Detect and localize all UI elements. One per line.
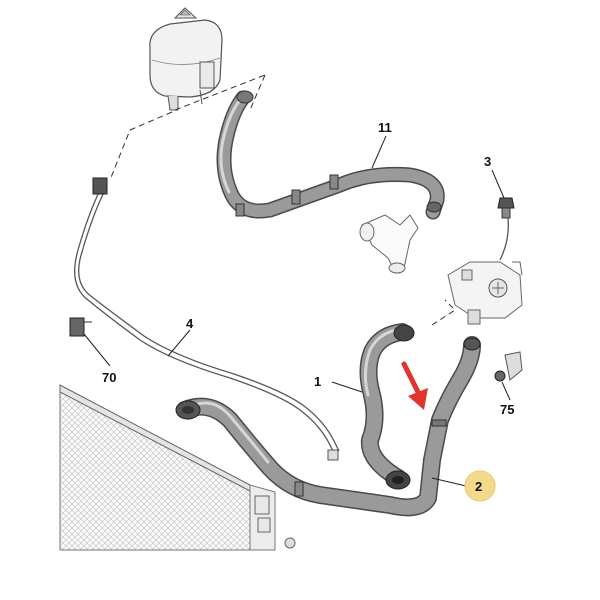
red-arrow-icon bbox=[401, 361, 428, 410]
thermostat-housing bbox=[447, 261, 523, 325]
hose-2 bbox=[175, 336, 481, 517]
callout-2: 2 bbox=[475, 479, 482, 494]
dashed-link-thermostat bbox=[431, 299, 456, 326]
callout-1: 1 bbox=[314, 374, 321, 389]
bracket-75 bbox=[494, 351, 523, 382]
expansion-tank bbox=[149, 7, 223, 111]
leader-1 bbox=[331, 381, 363, 393]
leader-2 bbox=[431, 477, 467, 487]
callout-75: 75 bbox=[500, 402, 514, 417]
wire-4 bbox=[69, 177, 340, 461]
callout-3: 3 bbox=[484, 154, 491, 169]
callout-4: 4 bbox=[186, 316, 194, 331]
leader-70 bbox=[83, 333, 111, 367]
leader-4 bbox=[167, 329, 191, 357]
radiator bbox=[59, 384, 296, 551]
leader-11 bbox=[371, 135, 387, 169]
callout-70: 70 bbox=[102, 370, 116, 385]
water-outlet-housing bbox=[359, 214, 419, 274]
hose-1 bbox=[359, 323, 415, 490]
dashed-link-tank-2 bbox=[109, 111, 173, 181]
leader-75 bbox=[501, 381, 511, 401]
callout-11: 11 bbox=[378, 120, 392, 135]
hose-11 bbox=[216, 90, 445, 220]
sensor-3 bbox=[497, 197, 515, 261]
leader-3 bbox=[491, 169, 505, 199]
dashed-link-tank bbox=[174, 74, 266, 111]
highlight-badge bbox=[464, 470, 496, 502]
